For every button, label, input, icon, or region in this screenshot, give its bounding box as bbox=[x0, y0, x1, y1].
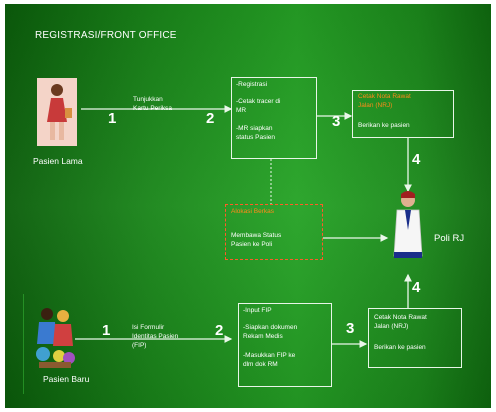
step-text-line: (FIP) bbox=[132, 342, 147, 349]
box-line: -Input FIP bbox=[243, 307, 272, 314]
step-text-line: Identitas Pasien bbox=[132, 333, 179, 340]
registrasi-box bbox=[231, 77, 317, 159]
box-line: Membawa Status bbox=[231, 232, 282, 239]
step-number: 1 bbox=[102, 322, 111, 339]
flow-connectors bbox=[75, 105, 412, 348]
nota-box-bottom bbox=[368, 308, 462, 368]
step-number: 2 bbox=[215, 322, 224, 339]
box-line: Cetak Nota Rawat bbox=[374, 314, 427, 321]
step-number: 4 bbox=[412, 279, 421, 296]
box-line: dlm dok RM bbox=[243, 361, 278, 368]
box-line: -Cetak tracer di bbox=[236, 98, 281, 105]
pasien-baru-label: Pasien Baru bbox=[43, 374, 90, 384]
pasien-lama-label: Pasien Lama bbox=[33, 156, 83, 166]
step-number: 2 bbox=[206, 110, 215, 127]
pasien-lama-icon bbox=[37, 78, 77, 146]
pasien-baru-icon bbox=[36, 308, 75, 368]
poli-rj-label: Poli RJ bbox=[434, 233, 465, 244]
step-text-line: Isi Formulir bbox=[132, 324, 165, 331]
box-line: Berikan ke pasien bbox=[358, 122, 410, 129]
box-line: -MR siapkan bbox=[236, 125, 273, 132]
box-line: Rekam Medis bbox=[243, 333, 283, 340]
box-line: Berikan ke pasien bbox=[374, 344, 426, 351]
input-fip-box bbox=[238, 303, 332, 387]
nota-box-top bbox=[352, 90, 454, 138]
doctor-icon bbox=[393, 191, 423, 258]
box-line: -Siapkan dokumen bbox=[243, 324, 298, 331]
box-line: MR bbox=[236, 107, 247, 114]
box-line: -Registrasi bbox=[236, 81, 268, 88]
box-title: Alokasi Berkas bbox=[231, 208, 274, 215]
divider bbox=[23, 294, 24, 394]
step-text-line: Kartu Periksa bbox=[133, 105, 173, 112]
slide-background: REGISTRASI/FRONT OFFICE Pasien Lama 1 Tu… bbox=[5, 4, 491, 408]
page-title: REGISTRASI/FRONT OFFICE bbox=[35, 30, 177, 41]
step-number: 4 bbox=[412, 151, 421, 168]
box-line: Jalan (NRJ) bbox=[374, 323, 409, 330]
alokasi-berkas-box bbox=[225, 204, 323, 260]
box-line: -Masukkan FIP ke bbox=[243, 352, 296, 359]
box-line: status Pasien bbox=[236, 134, 276, 141]
box-title-line: Cetak Nota Rawat bbox=[358, 93, 411, 100]
step-number: 3 bbox=[332, 113, 341, 130]
box-title-line: Jalan (NRJ) bbox=[358, 102, 393, 109]
box-line: Pasien ke Poli bbox=[231, 241, 273, 248]
step-text-line: Tunjukkan bbox=[133, 96, 163, 103]
step-number: 1 bbox=[108, 110, 117, 127]
step-number: 3 bbox=[346, 320, 355, 337]
